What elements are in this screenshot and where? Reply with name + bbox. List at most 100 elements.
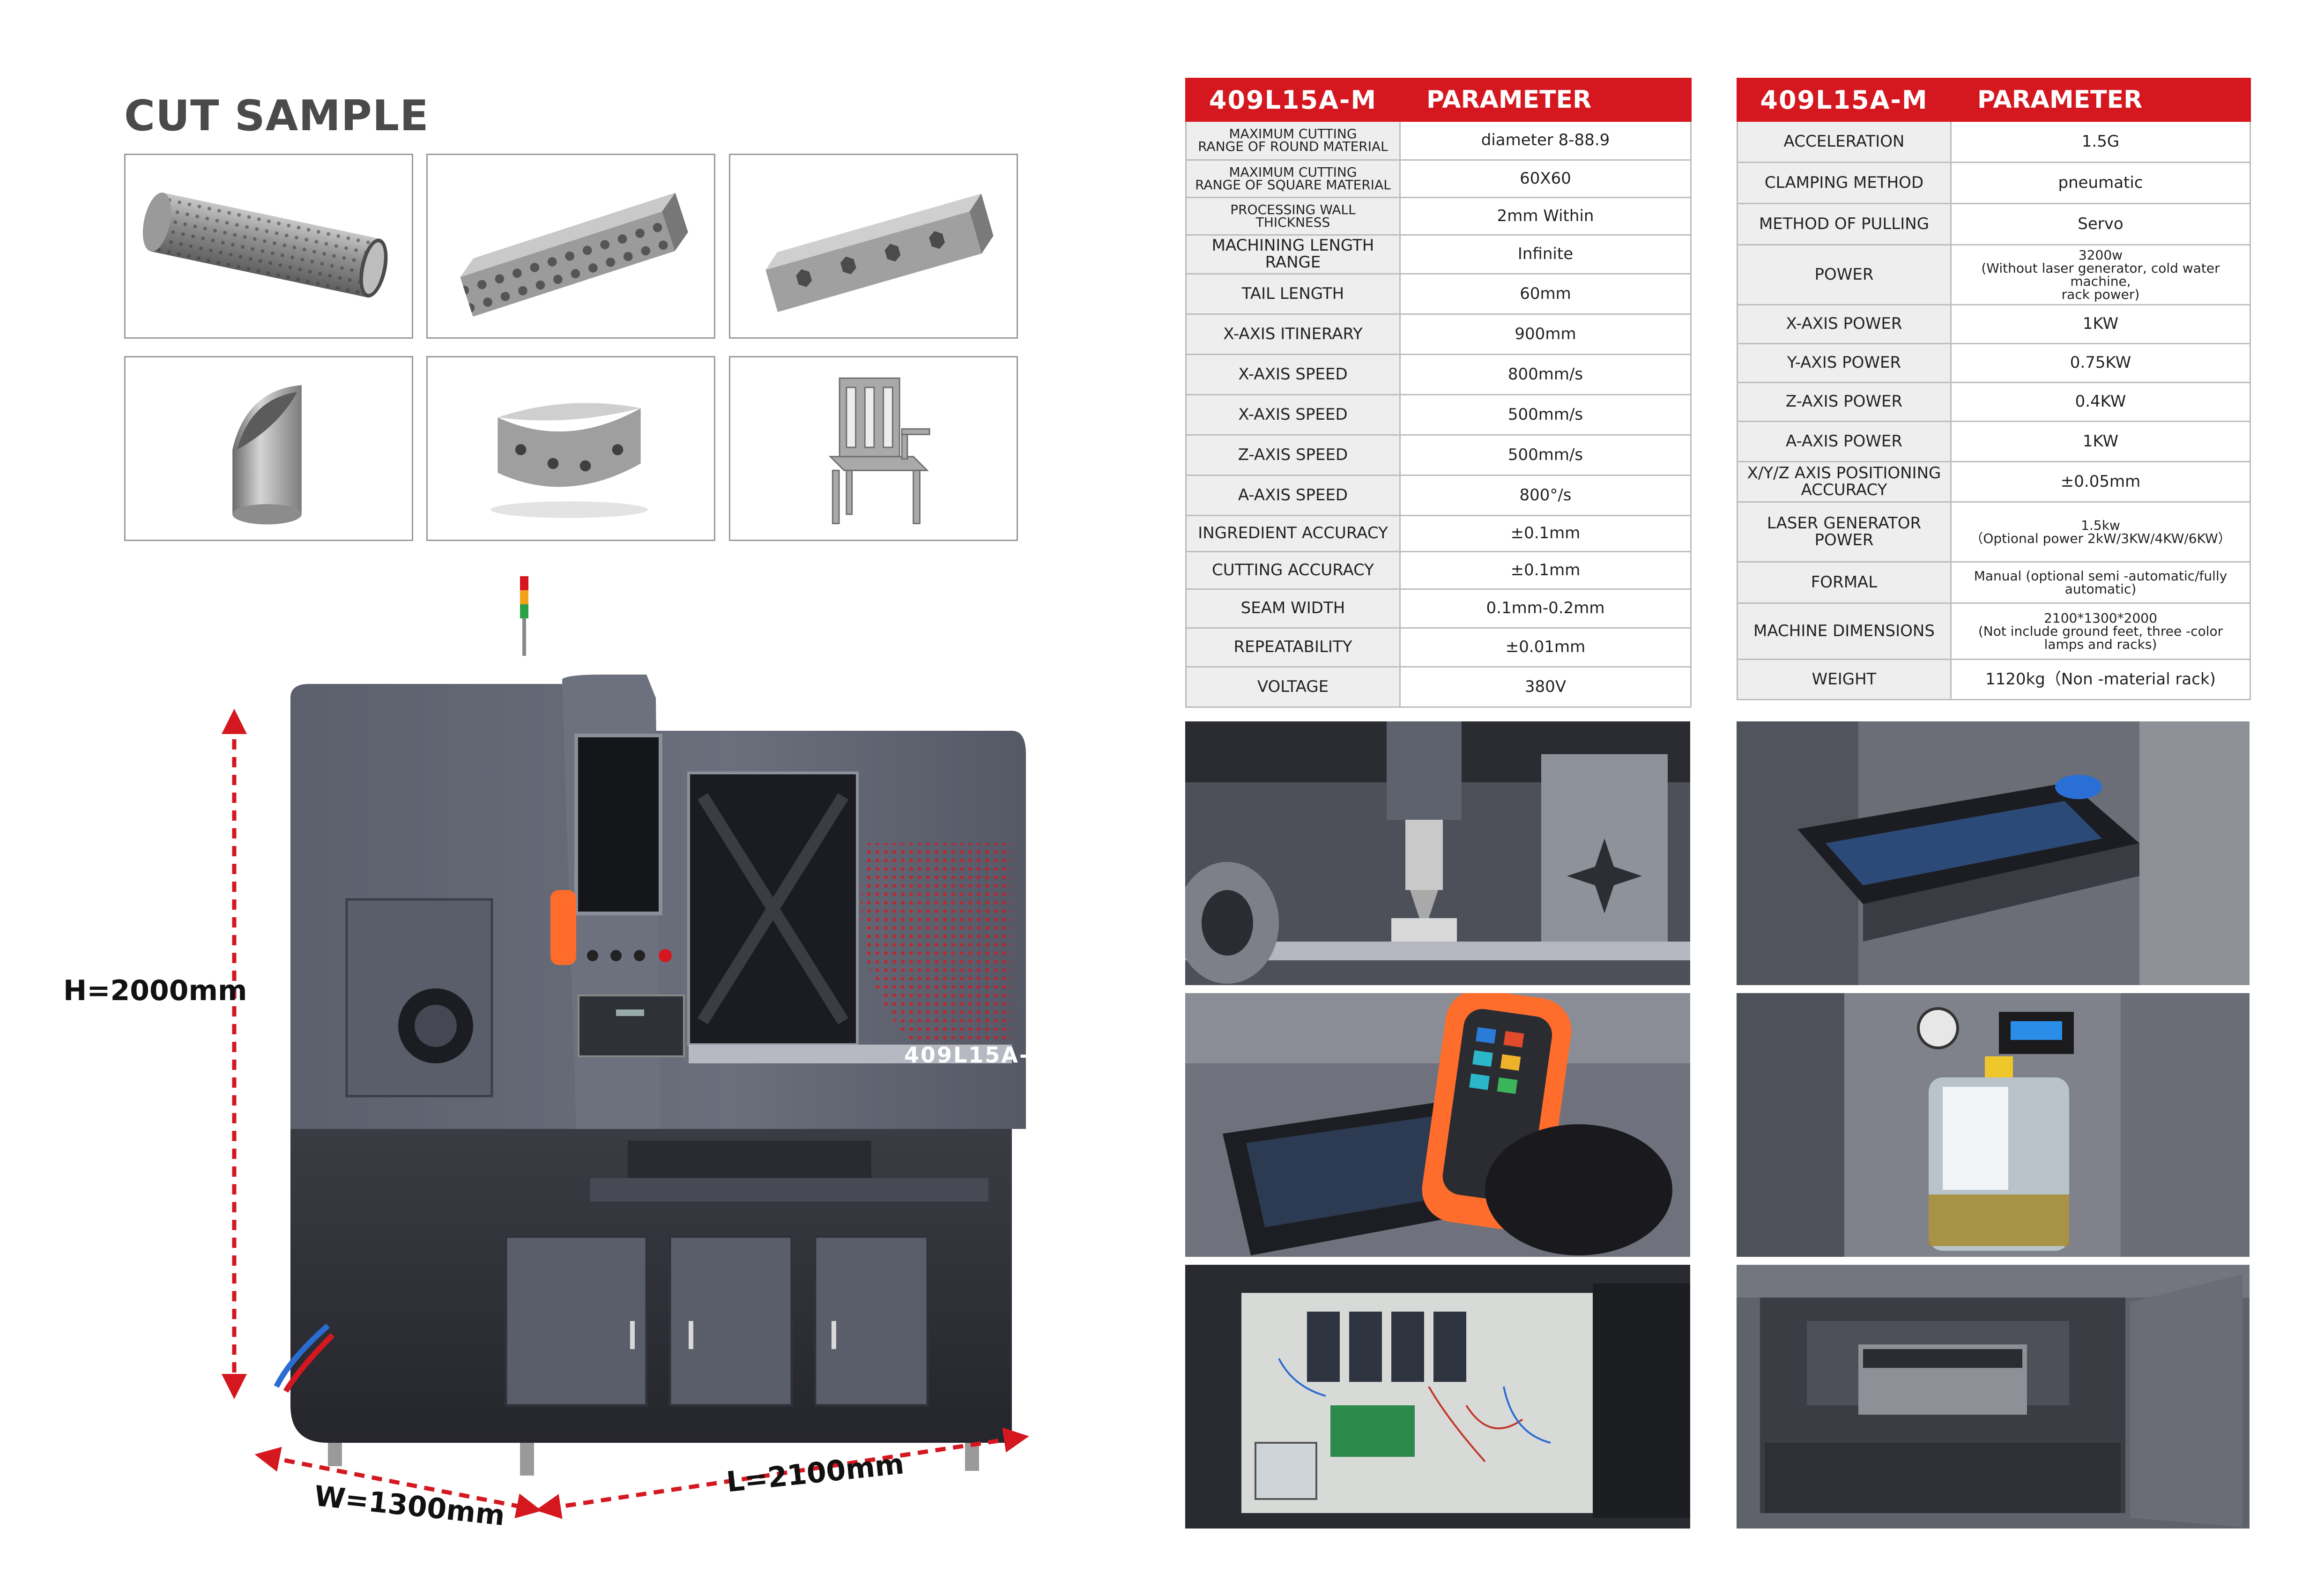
sample-tile-square-tube	[426, 154, 715, 339]
height-dimension-label: H=2000mm	[63, 974, 247, 1007]
sample-tile-chair	[729, 356, 1018, 541]
spec-value: 60mm	[1399, 273, 1692, 315]
spec-label: ACCELERATION	[1737, 120, 1952, 163]
curved-perforated-band-icon	[490, 403, 648, 518]
spec-value: 2mm Within	[1399, 197, 1692, 236]
spec-label: Z-AXIS SPEED	[1185, 434, 1401, 476]
spec-label: CUTTING ACCURACY	[1185, 551, 1401, 590]
photo-electrical-cabinet	[1185, 1265, 1690, 1529]
spec-value: 800°/s	[1399, 475, 1692, 516]
cut-sample-title: CUT SAMPLE	[124, 91, 429, 141]
spec-label: REPEATABILITY	[1185, 627, 1401, 668]
machine-illustration: 409L15A-M H=2000mm W=1300mm L=2100mm	[47, 553, 1054, 1555]
spec-value: ±0.05mm	[1950, 461, 2251, 503]
spec-value: 2100*1300*2000(Not include ground feet, …	[1950, 602, 2251, 660]
handheld-controller-photo-icon	[1185, 993, 1690, 1257]
spec-table-right-param-header: PARAMETER	[1950, 78, 2251, 122]
spec-value: 1KW	[1950, 421, 2251, 462]
spec-value: 0.75KW	[1950, 343, 2251, 383]
spec-value: 500mm/s	[1399, 434, 1692, 476]
spec-row: INGREDIENT ACCURACY±0.1mm	[1185, 515, 1692, 552]
sample-tile-hex-tube	[729, 154, 1018, 339]
angled-cut-tube-icon	[232, 385, 302, 525]
spec-label: Y-AXIS POWER	[1737, 343, 1952, 383]
spec-row: REPEATABILITY±0.01mm	[1185, 627, 1692, 668]
spec-label: Z-AXIS POWER	[1737, 382, 1952, 422]
spec-value: 1120kg（Non -material rack)	[1950, 659, 2251, 700]
spec-label: X-AXIS SPEED	[1185, 354, 1401, 395]
lubrication-pump-photo-icon	[1737, 993, 2250, 1257]
spec-value: 1KW	[1950, 304, 2251, 344]
spec-value: ±0.01mm	[1399, 627, 1692, 668]
spec-label: INGREDIENT ACCURACY	[1185, 515, 1401, 552]
spec-label: X-AXIS SPEED	[1185, 394, 1401, 436]
photo-laser-cutting-head	[1185, 721, 1690, 985]
spec-label: A-AXIS SPEED	[1185, 475, 1401, 516]
spec-value: Infinite	[1399, 234, 1692, 275]
photo-scrap-collector	[1737, 1265, 2250, 1529]
spec-label: X-AXIS ITINERARY	[1185, 313, 1401, 355]
spec-value: 800mm/s	[1399, 354, 1692, 395]
sample-tile-round-tube	[124, 154, 413, 339]
spec-value: 500mm/s	[1399, 394, 1692, 436]
sample-tile-angled-tube	[124, 356, 413, 541]
spec-row: CUTTING ACCURACY±0.1mm	[1185, 551, 1692, 590]
laser-cutting-head-photo-icon	[1185, 721, 1690, 985]
signal-tower-icon	[520, 576, 528, 656]
spec-value: 60X60	[1399, 159, 1692, 198]
scrap-collector-drawer-photo-icon	[1737, 1265, 2250, 1529]
spec-label: TAIL LENGTH	[1185, 273, 1401, 315]
spec-value: 0.1mm-0.2mm	[1399, 588, 1692, 629]
spec-value: 380V	[1399, 666, 1692, 708]
spec-value: ±0.1mm	[1399, 551, 1692, 590]
spec-value: Servo	[1950, 203, 2251, 245]
spec-label: MACHINING LENGTH RANGE	[1185, 234, 1401, 275]
spec-label: A-AXIS POWER	[1737, 421, 1952, 462]
spec-value: diameter 8-88.9	[1399, 120, 1692, 161]
machine-model-plate: 409L15A-M	[904, 1042, 1053, 1068]
spec-label: MACHINE DIMENSIONS	[1737, 602, 1952, 660]
spec-label: FORMAL	[1737, 561, 1952, 604]
spec-label: SEAM WIDTH	[1185, 588, 1401, 629]
spec-label: VOLTAGE	[1185, 666, 1401, 708]
spec-table-right-model-header: 409L15A-M	[1737, 78, 1952, 122]
spec-table-left-model-header: 409L15A-M	[1185, 78, 1401, 122]
spec-label: X-AXIS POWER	[1737, 304, 1952, 344]
spec-label: METHOD OF PULLING	[1737, 203, 1952, 245]
spec-value: 1.5kw（Optional power 2kW/3KW/4KW/6KW）	[1950, 501, 2251, 563]
spec-value: ±0.1mm	[1399, 515, 1692, 552]
photo-handheld-controller	[1185, 993, 1690, 1257]
sample-tile-curved-band	[426, 356, 715, 541]
spec-value: 0.4KW	[1950, 382, 2251, 422]
spec-value: pneumatic	[1950, 162, 2251, 204]
